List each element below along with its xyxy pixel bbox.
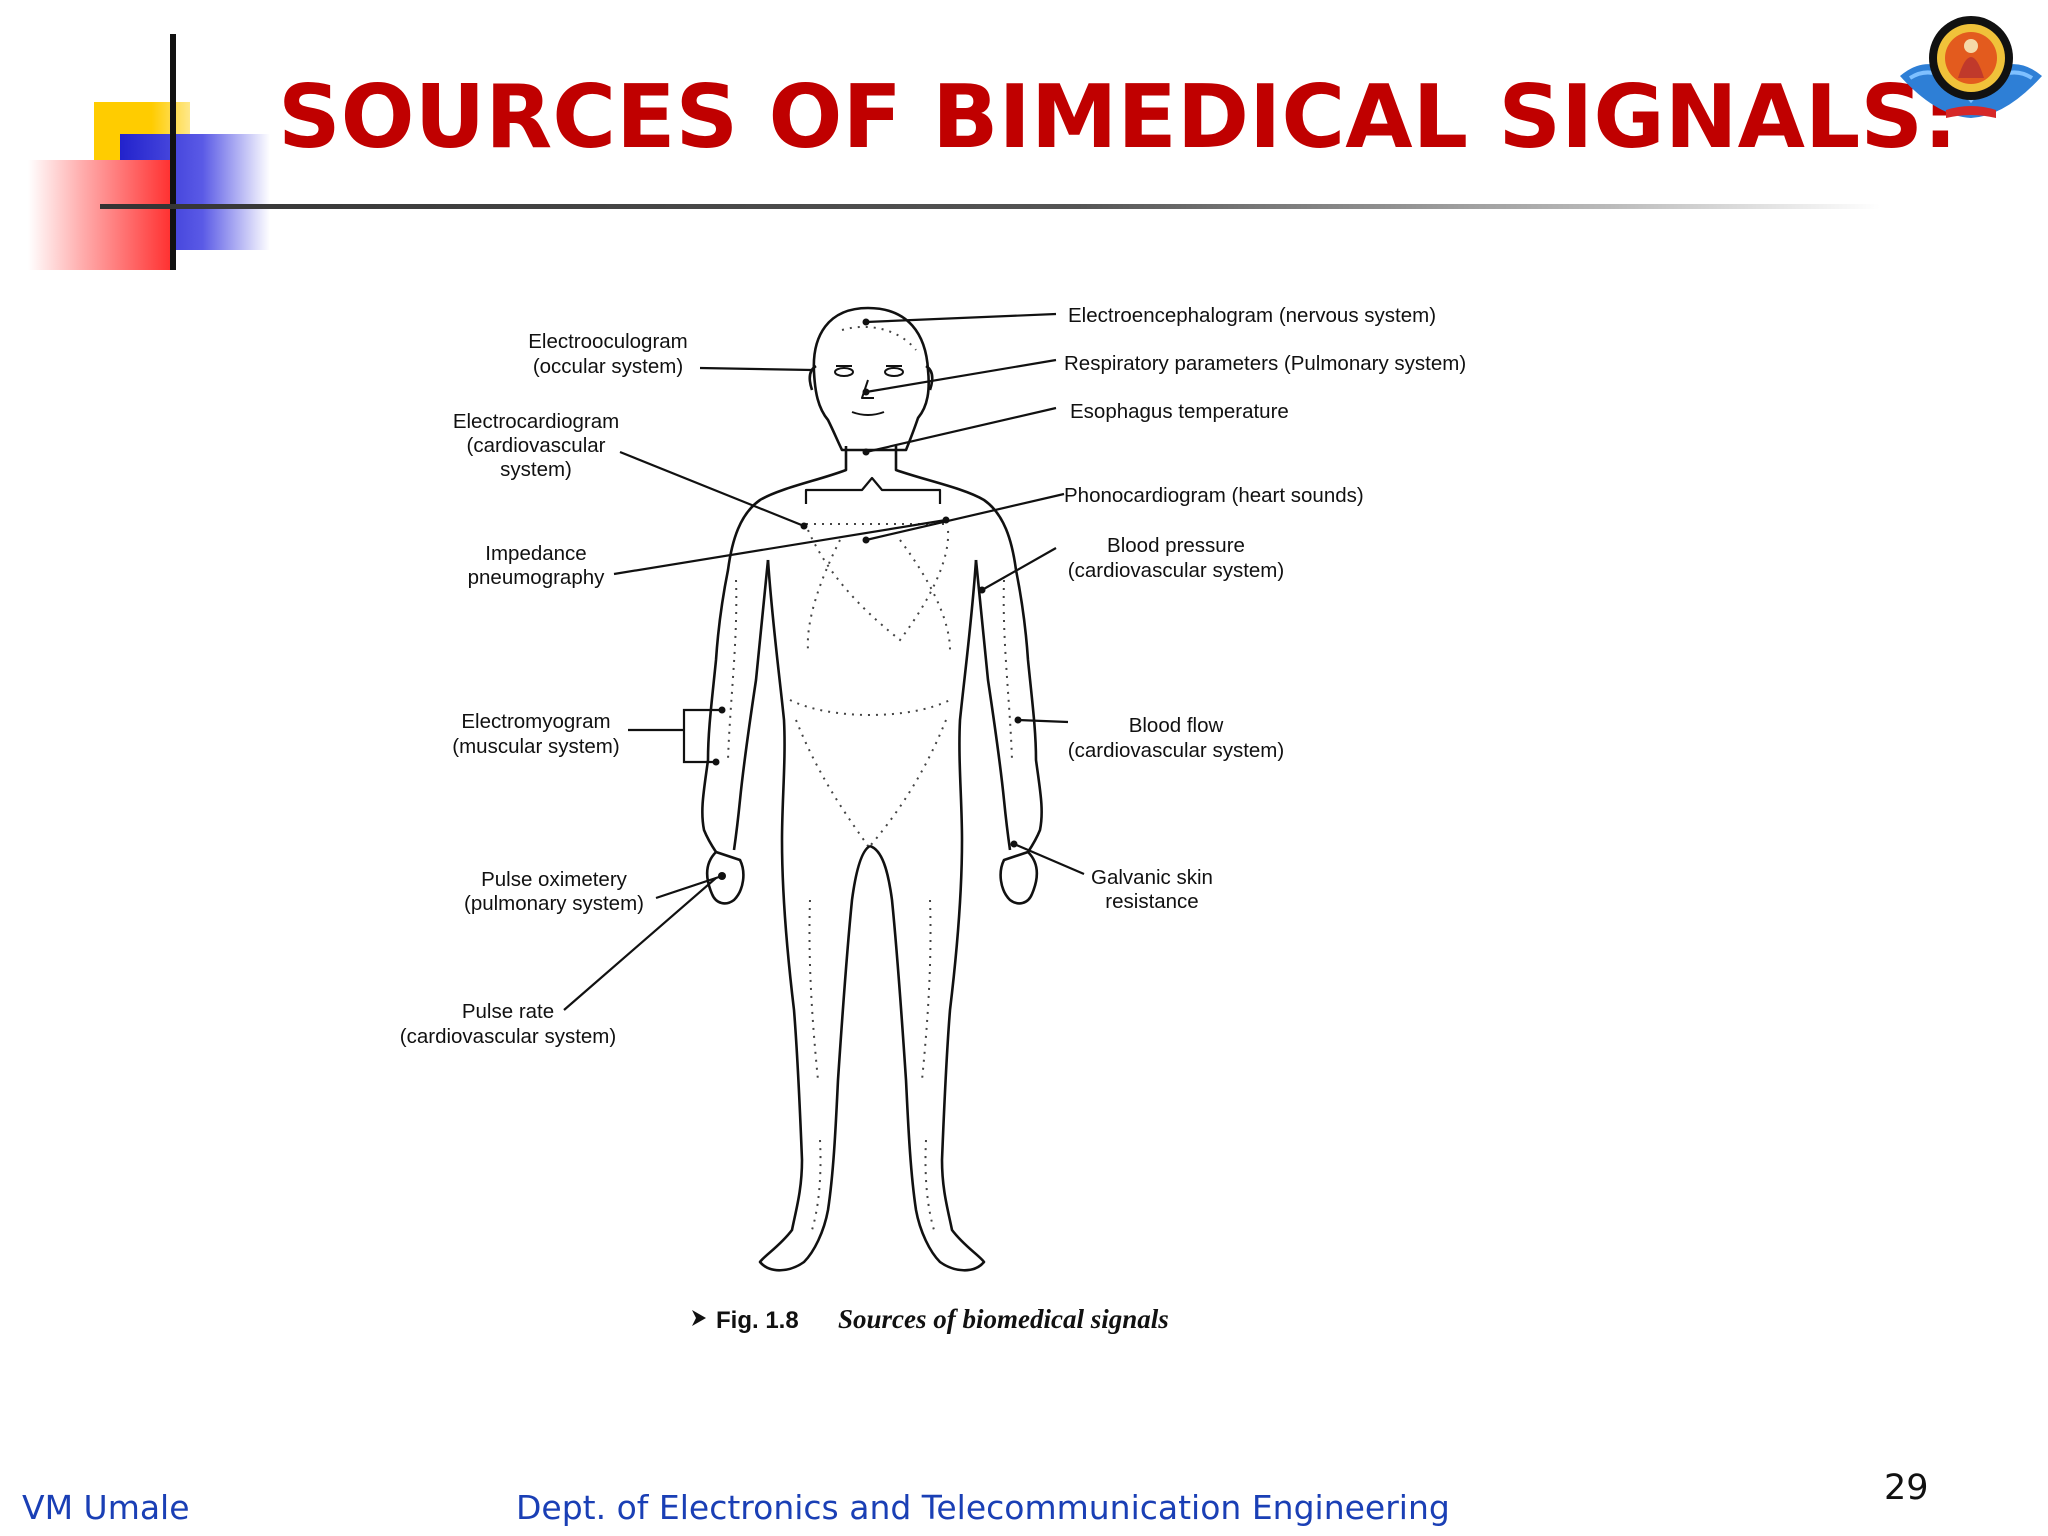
label-pulse-oximetry-line2: (pulmonary system) — [464, 892, 644, 915]
label-blood-flow-line1: Blood flow — [1129, 714, 1224, 737]
left-labels: Electrooculogram (occular system) Electr… — [400, 330, 688, 1048]
label-ecg-line1: Electrocardiogram — [453, 410, 619, 433]
vertical-line — [170, 34, 176, 270]
label-gsr-line1: Galvanic skin — [1091, 866, 1213, 889]
right-labels: Electroencephalogram (nervous system) Re… — [1064, 304, 1466, 913]
label-emg-line2: (muscular system) — [452, 735, 619, 758]
label-emg-line1: Electromyogram — [461, 710, 610, 733]
figure-caption: Fig. 1.8 Sources of biomedical signals — [692, 1304, 1169, 1334]
title-underline — [100, 204, 1880, 209]
label-eeg: Electroencephalogram (nervous system) — [1068, 304, 1436, 327]
label-ecg-line3: system) — [500, 458, 572, 481]
corner-decoration — [20, 30, 290, 270]
page-number: 29 — [1884, 1468, 1929, 1508]
label-phonocardiogram: Phonocardiogram (heart sounds) — [1064, 484, 1364, 507]
label-ecg-line2: (cardiovascular — [467, 434, 606, 457]
footer-author: VM Umale — [22, 1488, 190, 1527]
label-impedance-line1: Impedance — [485, 542, 586, 565]
label-pulse-rate-line1: Pulse rate — [462, 1000, 554, 1023]
leader-lines — [563, 312, 1085, 1011]
institution-emblem-icon — [1900, 16, 2042, 118]
sensor-dots — [712, 318, 1022, 880]
label-pulse-rate-line2: (cardiovascular system) — [400, 1025, 616, 1048]
caption-title: Sources of biomedical signals — [838, 1304, 1169, 1334]
label-blood-flow-line2: (cardiovascular system) — [1068, 739, 1284, 762]
caption-arrow-icon — [692, 1310, 706, 1326]
body-diagram: Electrooculogram (occular system) Electr… — [400, 304, 1466, 1334]
body-shading — [727, 326, 1013, 1231]
label-eog-line1: Electrooculogram — [528, 330, 688, 353]
label-respiratory: Respiratory parameters (Pulmonary system… — [1064, 352, 1466, 375]
label-blood-pressure-line1: Blood pressure — [1107, 534, 1245, 557]
label-gsr-line2: resistance — [1105, 890, 1198, 913]
label-pulse-oximetry-line1: Pulse oximetery — [481, 868, 628, 891]
slide-title: SOURCES OF BIMEDICAL SIGNALS: — [278, 66, 1958, 168]
label-esophagus: Esophagus temperature — [1070, 400, 1289, 423]
label-eog-line2: (occular system) — [533, 355, 683, 378]
footer-department: Dept. of Electronics and Telecommunicati… — [516, 1488, 1450, 1527]
human-body-outline — [701, 306, 1043, 1272]
caption-figure-number: Fig. 1.8 — [716, 1307, 799, 1334]
label-impedance-line2: pneumography — [468, 566, 606, 589]
red-square — [28, 160, 176, 270]
label-blood-pressure-line2: (cardiovascular system) — [1068, 559, 1284, 582]
